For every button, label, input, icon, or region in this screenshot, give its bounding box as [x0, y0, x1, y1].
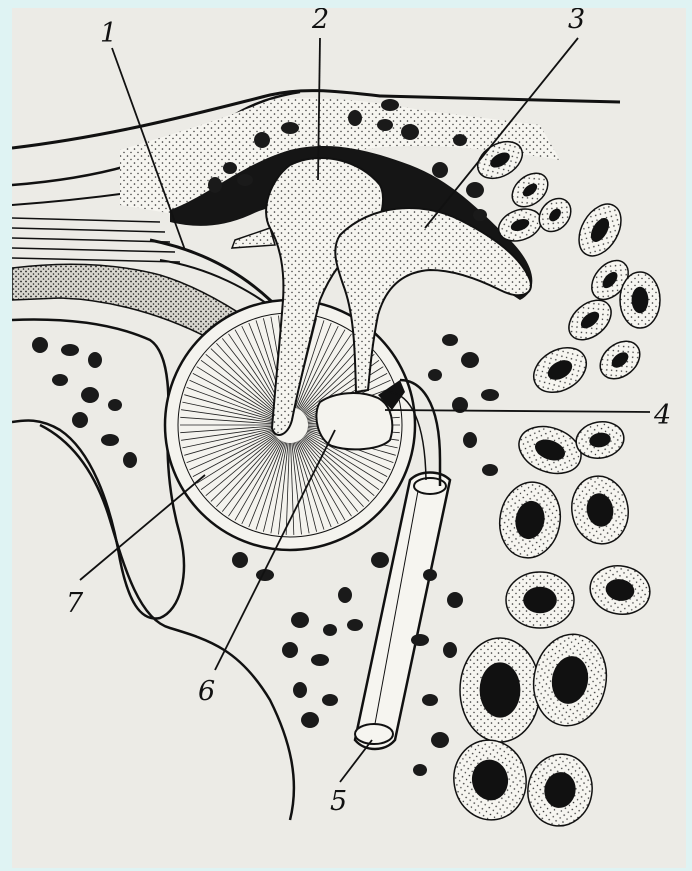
air-cell-core	[632, 287, 649, 313]
label-3: 3	[568, 8, 585, 35]
bone-dot	[293, 682, 307, 698]
bone-dot	[411, 634, 429, 646]
bone-dot	[466, 182, 484, 198]
bone-dot	[88, 352, 102, 368]
bone-dot	[323, 624, 337, 636]
bone-dot	[81, 387, 99, 403]
air-cell-core	[480, 662, 521, 717]
bone-dot	[347, 619, 363, 631]
bone-dot	[422, 694, 438, 706]
bone-dot	[461, 352, 479, 368]
label-5: 5	[330, 786, 347, 817]
bone-dot	[423, 569, 437, 581]
bone-dot	[281, 122, 299, 134]
bone-dot	[348, 110, 362, 126]
bone-dot	[371, 552, 389, 568]
label-7: 7	[66, 588, 84, 619]
bone-dot	[61, 344, 79, 356]
label-6: 6	[198, 676, 215, 707]
bone-dot	[52, 374, 68, 386]
bone-dot	[428, 369, 442, 381]
bone-dot	[301, 712, 319, 728]
bone-dot	[482, 464, 498, 476]
bone-dot	[453, 134, 467, 146]
label-4: 4	[653, 400, 671, 431]
ear-anatomy-drawing: 1 2 3 4 5 6 7	[12, 8, 686, 868]
bone-dot	[237, 174, 253, 186]
bone-dot	[442, 334, 458, 346]
bone-dot	[123, 452, 137, 468]
leader-line-5	[340, 740, 372, 782]
bone-dot	[282, 642, 298, 658]
bone-dot	[463, 432, 477, 448]
bone-dot	[232, 552, 248, 568]
bone-dot	[223, 162, 237, 174]
bone-dot	[413, 764, 427, 776]
label-2: 2	[311, 8, 329, 35]
bone-dot	[377, 119, 393, 131]
leader-line-4	[385, 410, 650, 412]
bone-dot	[432, 162, 448, 178]
bone-dot	[32, 337, 48, 353]
bone-dot	[431, 732, 449, 748]
air-cell-core	[523, 587, 557, 613]
bone-dot	[473, 209, 487, 221]
bone-dot	[108, 399, 122, 411]
bone-dot	[291, 612, 309, 628]
bone-dot	[101, 434, 119, 446]
bone-dot	[401, 124, 419, 140]
label-1: 1	[100, 18, 117, 49]
bone-dot	[72, 412, 88, 428]
bone-dot	[322, 694, 338, 706]
bone-dot	[481, 389, 499, 401]
illustration-frame: 1 2 3 4 5 6 7	[12, 8, 686, 868]
bone-dot	[381, 99, 399, 111]
bone-dot	[447, 592, 463, 608]
bone-dot	[208, 177, 222, 193]
bone-dot	[443, 642, 457, 658]
bone-dot	[311, 654, 329, 666]
bone-dot	[338, 587, 352, 603]
bone-dot	[254, 132, 270, 148]
